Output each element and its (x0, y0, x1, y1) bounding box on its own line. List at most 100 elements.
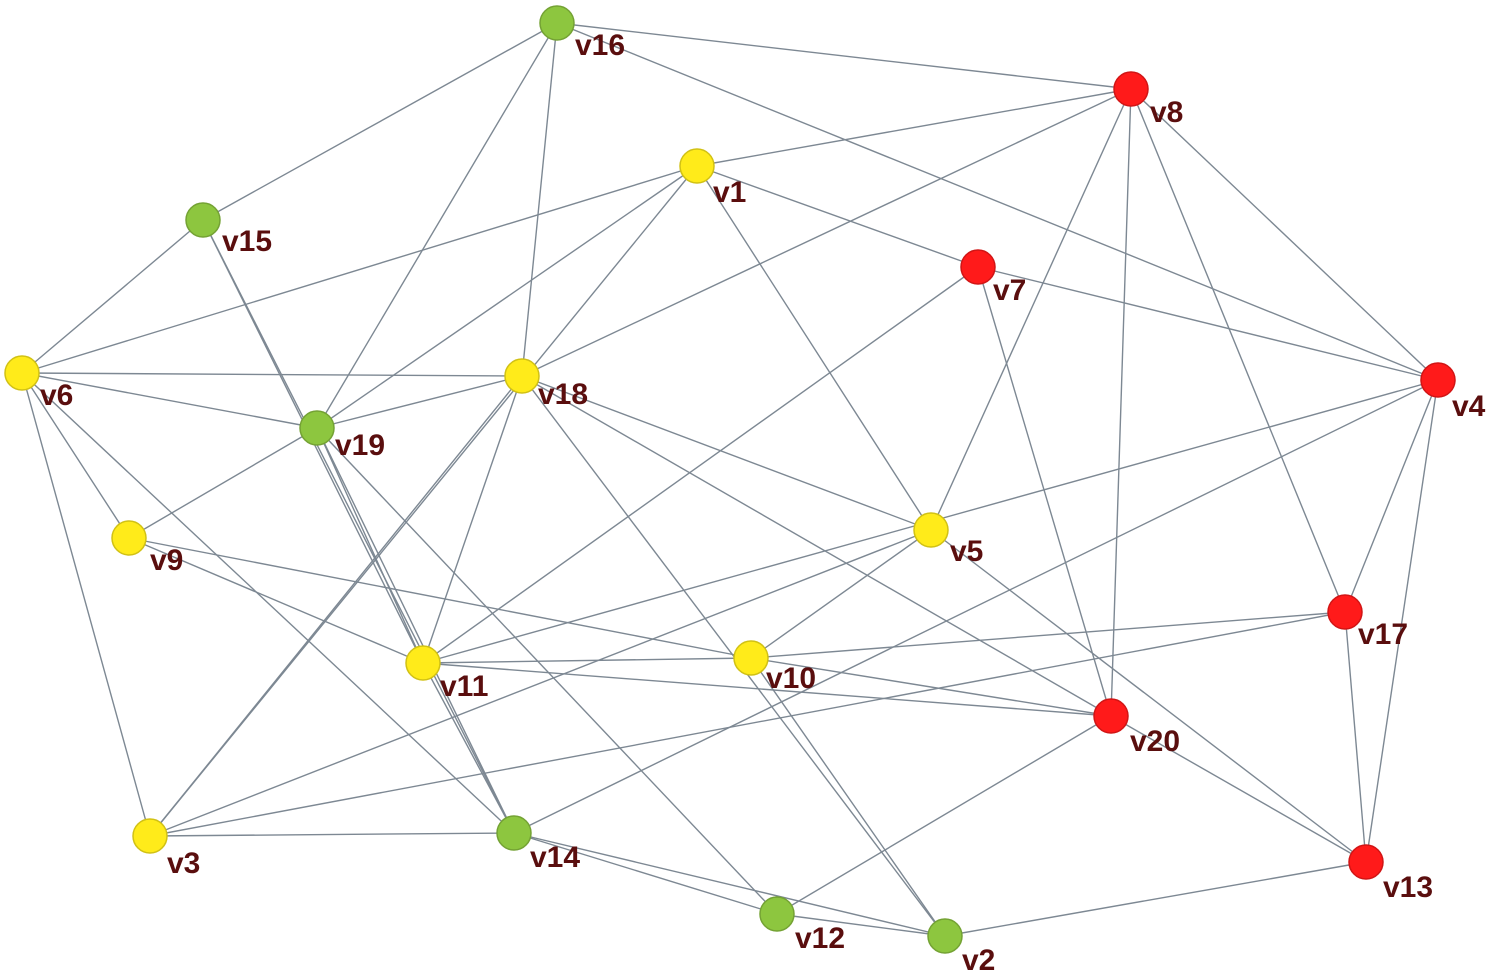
nodes-layer (4, 5, 1456, 954)
edge-v18-v3 (149, 375, 523, 837)
edge-v3-v14 (149, 832, 515, 837)
edge-v7-v20 (977, 266, 1112, 717)
edge-v16-v8 (556, 22, 1132, 90)
node-label-v6: v6 (40, 379, 73, 412)
edge-v19-v12 (316, 427, 778, 915)
edge-v10-v2 (750, 657, 946, 937)
edge-v11-v20 (422, 662, 1112, 717)
node-label-v10: v10 (766, 662, 816, 695)
node-label-v19: v19 (335, 429, 385, 462)
edge-v19-v11 (316, 427, 424, 664)
edge-v12-v2 (776, 913, 946, 937)
node-v19[interactable] (299, 410, 335, 446)
edge-v6-v14 (21, 372, 515, 834)
node-v9[interactable] (111, 520, 147, 556)
edge-v17-v13 (1344, 611, 1367, 863)
edge-v7-v11 (422, 266, 979, 664)
edge-v20-v12 (776, 715, 1112, 915)
edge-v4-v17 (1344, 379, 1439, 613)
node-v4[interactable] (1420, 362, 1456, 398)
edge-v11-v14 (422, 662, 515, 834)
edge-v6-v18 (21, 372, 523, 377)
node-label-v17: v17 (1358, 618, 1408, 651)
edge-v18-v5 (521, 375, 932, 531)
edge-v8-v17 (1130, 88, 1346, 613)
edge-v15-v14 (202, 219, 515, 834)
edge-v6-v3 (21, 372, 151, 837)
labels-layer: v1v2v3v4v5v6v7v8v9v10v11v12v13v14v15v16v… (40, 29, 1486, 977)
node-v13[interactable] (1348, 844, 1384, 880)
edge-v1-v6 (21, 165, 698, 374)
edge-v1-v19 (316, 165, 698, 429)
edge-v5-v3 (149, 529, 932, 837)
node-label-v9: v9 (150, 544, 183, 577)
edge-v10-v17 (750, 611, 1346, 659)
node-label-v15: v15 (222, 225, 272, 258)
edge-v18-v20 (521, 375, 1112, 717)
node-label-v14: v14 (530, 841, 580, 874)
node-label-v4: v4 (1452, 390, 1486, 423)
node-v16[interactable] (539, 5, 575, 41)
node-v15[interactable] (185, 202, 221, 238)
edge-v18-v19 (316, 375, 523, 429)
edge-v9-v11 (128, 537, 424, 664)
node-label-v20: v20 (1130, 725, 1180, 758)
node-label-v5: v5 (950, 535, 983, 568)
edge-v1-v7 (696, 165, 979, 268)
edge-v10-v20 (750, 657, 1112, 717)
node-v6[interactable] (4, 355, 40, 391)
node-label-v13: v13 (1383, 871, 1433, 904)
node-v3[interactable] (132, 818, 168, 854)
node-label-v18: v18 (538, 378, 588, 411)
edge-v16-v18 (521, 22, 558, 377)
node-v18[interactable] (504, 358, 540, 394)
edge-v8-v18 (521, 88, 1132, 377)
edge-v7-v4 (977, 266, 1439, 381)
edge-v16-v4 (556, 22, 1439, 381)
edge-v15-v6 (21, 219, 204, 374)
edge-v5-v13 (930, 529, 1367, 863)
edge-v4-v14 (513, 379, 1439, 834)
node-v20[interactable] (1093, 698, 1129, 734)
node-v14[interactable] (496, 815, 532, 851)
node-v12[interactable] (759, 896, 795, 932)
edge-v1-v8 (696, 88, 1132, 167)
edge-v14-v12 (513, 832, 778, 915)
edge-v19-v14 (316, 427, 515, 834)
edge-v19-v9 (128, 427, 318, 539)
node-label-v7: v7 (993, 274, 1026, 307)
node-v2[interactable] (927, 918, 963, 954)
edge-v4-v13 (1365, 379, 1439, 863)
edge-v8-v20 (1110, 88, 1132, 717)
node-v11[interactable] (405, 645, 441, 681)
edge-v16-v19 (316, 22, 558, 429)
edge-v16-v15 (202, 22, 558, 221)
node-v5[interactable] (913, 512, 949, 548)
node-label-v8: v8 (1150, 96, 1183, 129)
node-label-v1: v1 (713, 176, 746, 209)
edge-v6-v19 (21, 372, 318, 429)
node-v1[interactable] (679, 148, 715, 184)
node-v10[interactable] (733, 640, 769, 676)
node-label-v11: v11 (440, 670, 488, 703)
edge-v9-v10 (128, 537, 752, 659)
edge-v18-v11 (422, 375, 523, 664)
edge-v5-v10 (750, 529, 932, 659)
node-v17[interactable] (1327, 594, 1363, 630)
edge-v11-v10 (422, 657, 752, 664)
edge-v2-v13 (944, 861, 1367, 937)
edge-v1-v5 (696, 165, 932, 531)
node-v7[interactable] (960, 249, 996, 285)
edge-v14-v2 (513, 832, 946, 937)
edge-v20-v13 (1110, 715, 1367, 863)
node-label-v3: v3 (167, 847, 200, 880)
node-label-v16: v16 (575, 29, 625, 62)
edge-v8-v4 (1130, 88, 1439, 381)
node-v8[interactable] (1113, 71, 1149, 107)
edge-v17-v3 (149, 611, 1346, 837)
edges-layer (21, 22, 1439, 937)
edge-v6-v9 (21, 372, 130, 539)
edge-v8-v5 (930, 88, 1132, 531)
node-label-v2: v2 (962, 944, 995, 977)
